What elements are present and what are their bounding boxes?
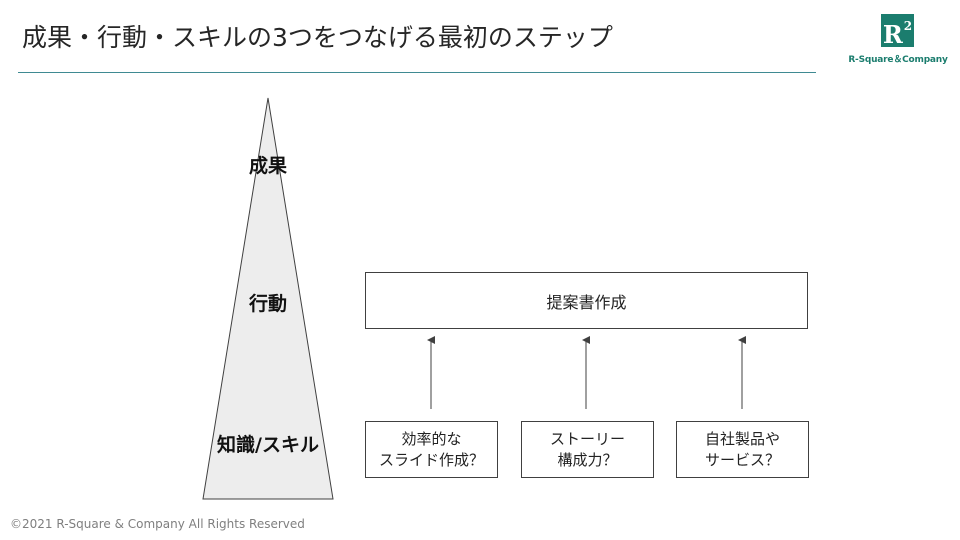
- skill-box: ストーリー 構成力？: [521, 421, 654, 478]
- skill-box-label: ストーリー 構成力？: [549, 429, 625, 469]
- skill-box-label: 自社製品や サービス？: [704, 429, 780, 469]
- title-divider: [18, 72, 816, 73]
- action-box: 提案書作成: [365, 272, 808, 329]
- logo-mark-icon: R2: [881, 14, 914, 49]
- copyright-footer: ©2021 R-Square & Company All Rights Rese…: [10, 517, 305, 531]
- skill-box: 自社製品や サービス？: [676, 421, 809, 478]
- level-label-outcome: 成果: [248, 155, 288, 177]
- level-label-action: 行動: [248, 293, 288, 315]
- skill-box: 効率的な スライド作成？: [365, 421, 498, 478]
- pyramid-triangle: [202, 97, 334, 500]
- skill-box-label: 効率的な スライド作成？: [378, 429, 484, 469]
- action-box-label: 提案書作成: [546, 292, 627, 312]
- level-label-knowledge-skill: 知識/スキル: [217, 434, 319, 456]
- slide-title: 成果・行動・スキルの3つをつなげる最初のステップ: [22, 23, 613, 52]
- company-logo: R2 R-Square＆Company: [848, 14, 948, 66]
- logo-text: R-Square＆Company: [848, 55, 948, 65]
